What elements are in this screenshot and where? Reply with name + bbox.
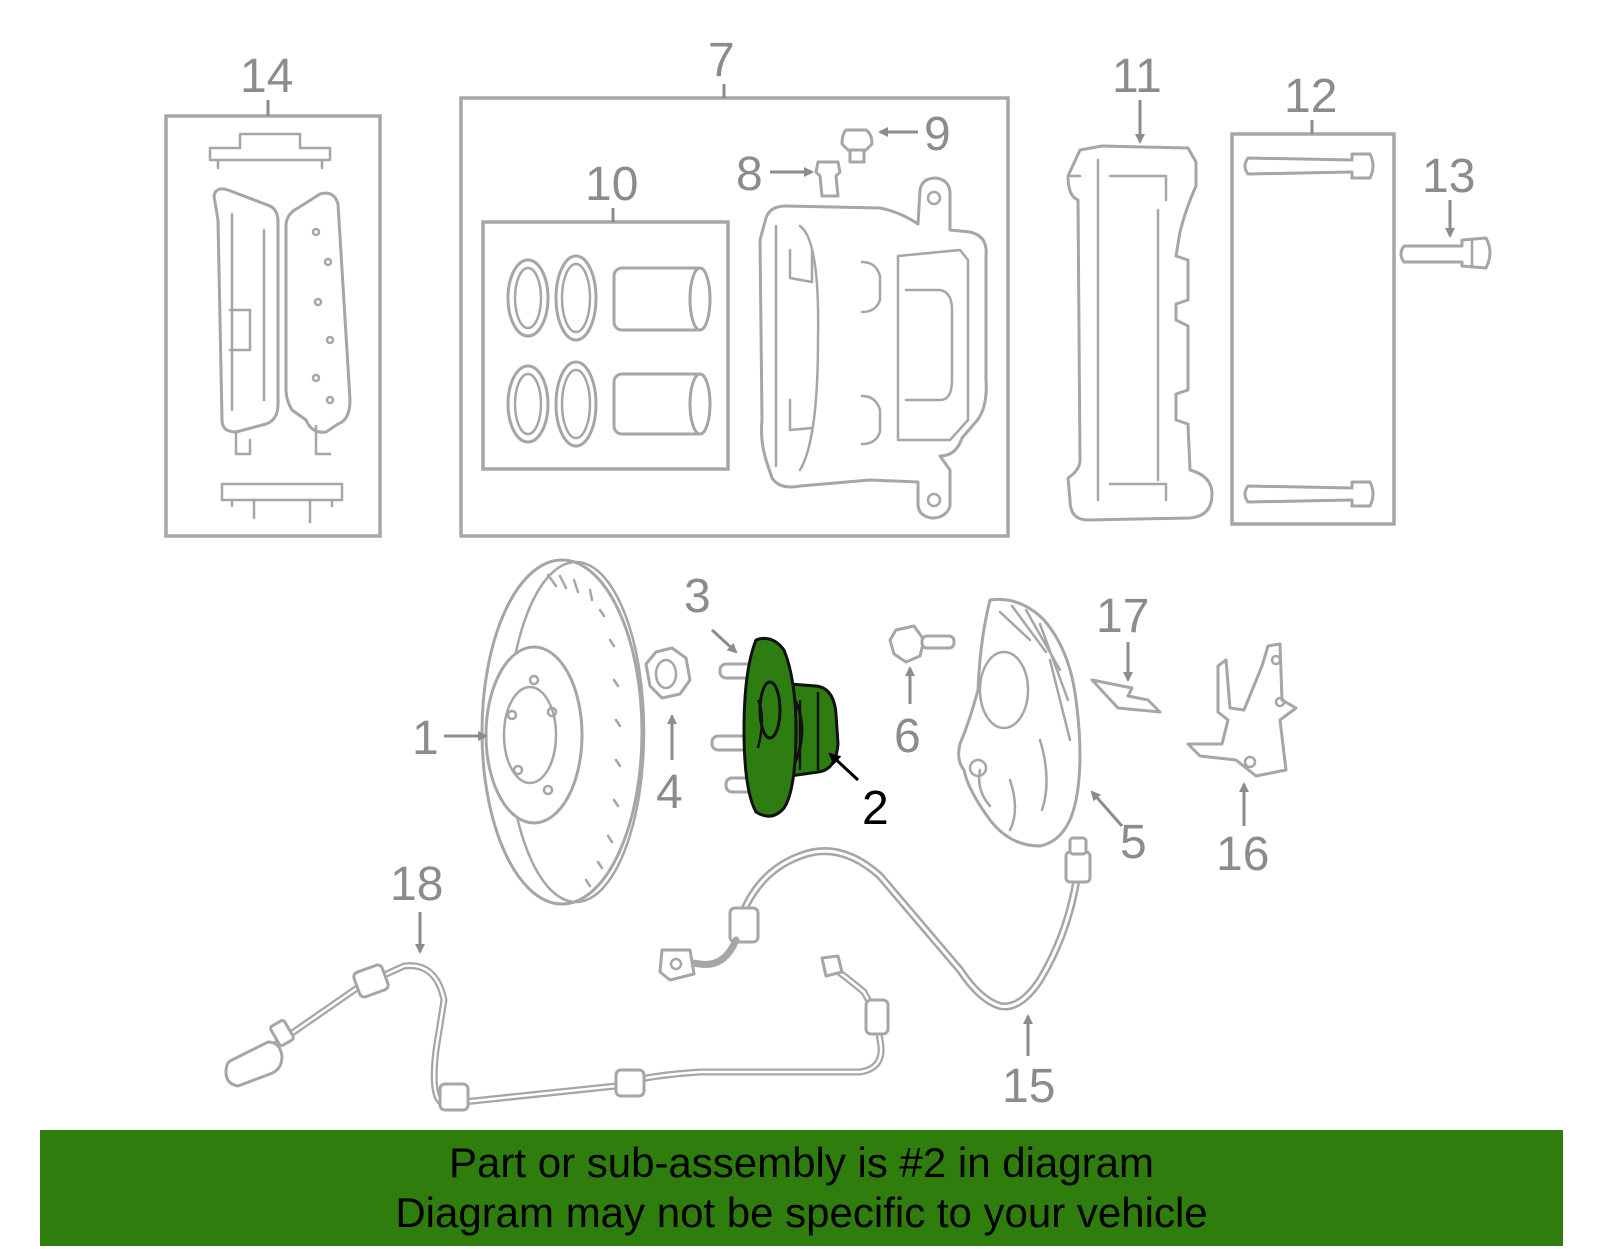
- callout-15: 15: [1002, 1060, 1055, 1113]
- part-15-brake-hose[interactable]: 15: [658, 836, 1092, 1113]
- callout-4: 4: [656, 766, 683, 819]
- callout-12: 12: [1284, 70, 1337, 123]
- callout-5: 5: [1120, 816, 1147, 869]
- part-7-caliper-assembly[interactable]: 7 10 8 9: [459, 34, 1010, 538]
- callout-9: 9: [924, 108, 951, 161]
- callout-14: 14: [240, 50, 293, 103]
- callout-10: 10: [585, 158, 638, 211]
- callout-2: 2: [862, 782, 889, 835]
- part-6-bolt[interactable]: 6: [888, 624, 956, 763]
- part-4-lug-nut[interactable]: 4: [644, 646, 692, 819]
- part-2-hub-bearing[interactable]: 2: [742, 636, 889, 835]
- footer-line-part-info: Part or sub-assembly is #2 in diagram: [449, 1139, 1154, 1186]
- part-12-guide-pin-kit[interactable]: 12: [1230, 70, 1396, 526]
- callout-18: 18: [390, 858, 443, 911]
- part-14-brake-pad-kit[interactable]: 14: [164, 50, 382, 538]
- callout-16: 16: [1216, 828, 1269, 881]
- callout-8: 8: [736, 148, 763, 201]
- part-1-brake-rotor[interactable]: 1: [412, 558, 646, 906]
- footer-line-disclaimer: Diagram may not be specific to your vehi…: [395, 1189, 1208, 1236]
- footer-banner: Part or sub-assembly is #2 in diagram Di…: [40, 1130, 1563, 1246]
- callout-7: 7: [708, 34, 735, 87]
- callout-17: 17: [1096, 590, 1149, 643]
- callout-13: 13: [1422, 150, 1475, 203]
- part-16-bracket[interactable]: 16: [1186, 642, 1298, 881]
- part-18-abs-sensor[interactable]: 18: [224, 858, 890, 1112]
- part-13-bolt[interactable]: 13: [1399, 150, 1492, 270]
- callout-1: 1: [412, 712, 439, 765]
- callout-11: 11: [1112, 50, 1162, 103]
- callout-6: 6: [894, 710, 921, 763]
- part-5-splash-shield[interactable]: 5: [957, 597, 1147, 869]
- callout-3: 3: [684, 570, 711, 623]
- part-17-clip[interactable]: 17: [1090, 590, 1162, 714]
- part-11-caliper-bracket[interactable]: 11: [1066, 50, 1214, 522]
